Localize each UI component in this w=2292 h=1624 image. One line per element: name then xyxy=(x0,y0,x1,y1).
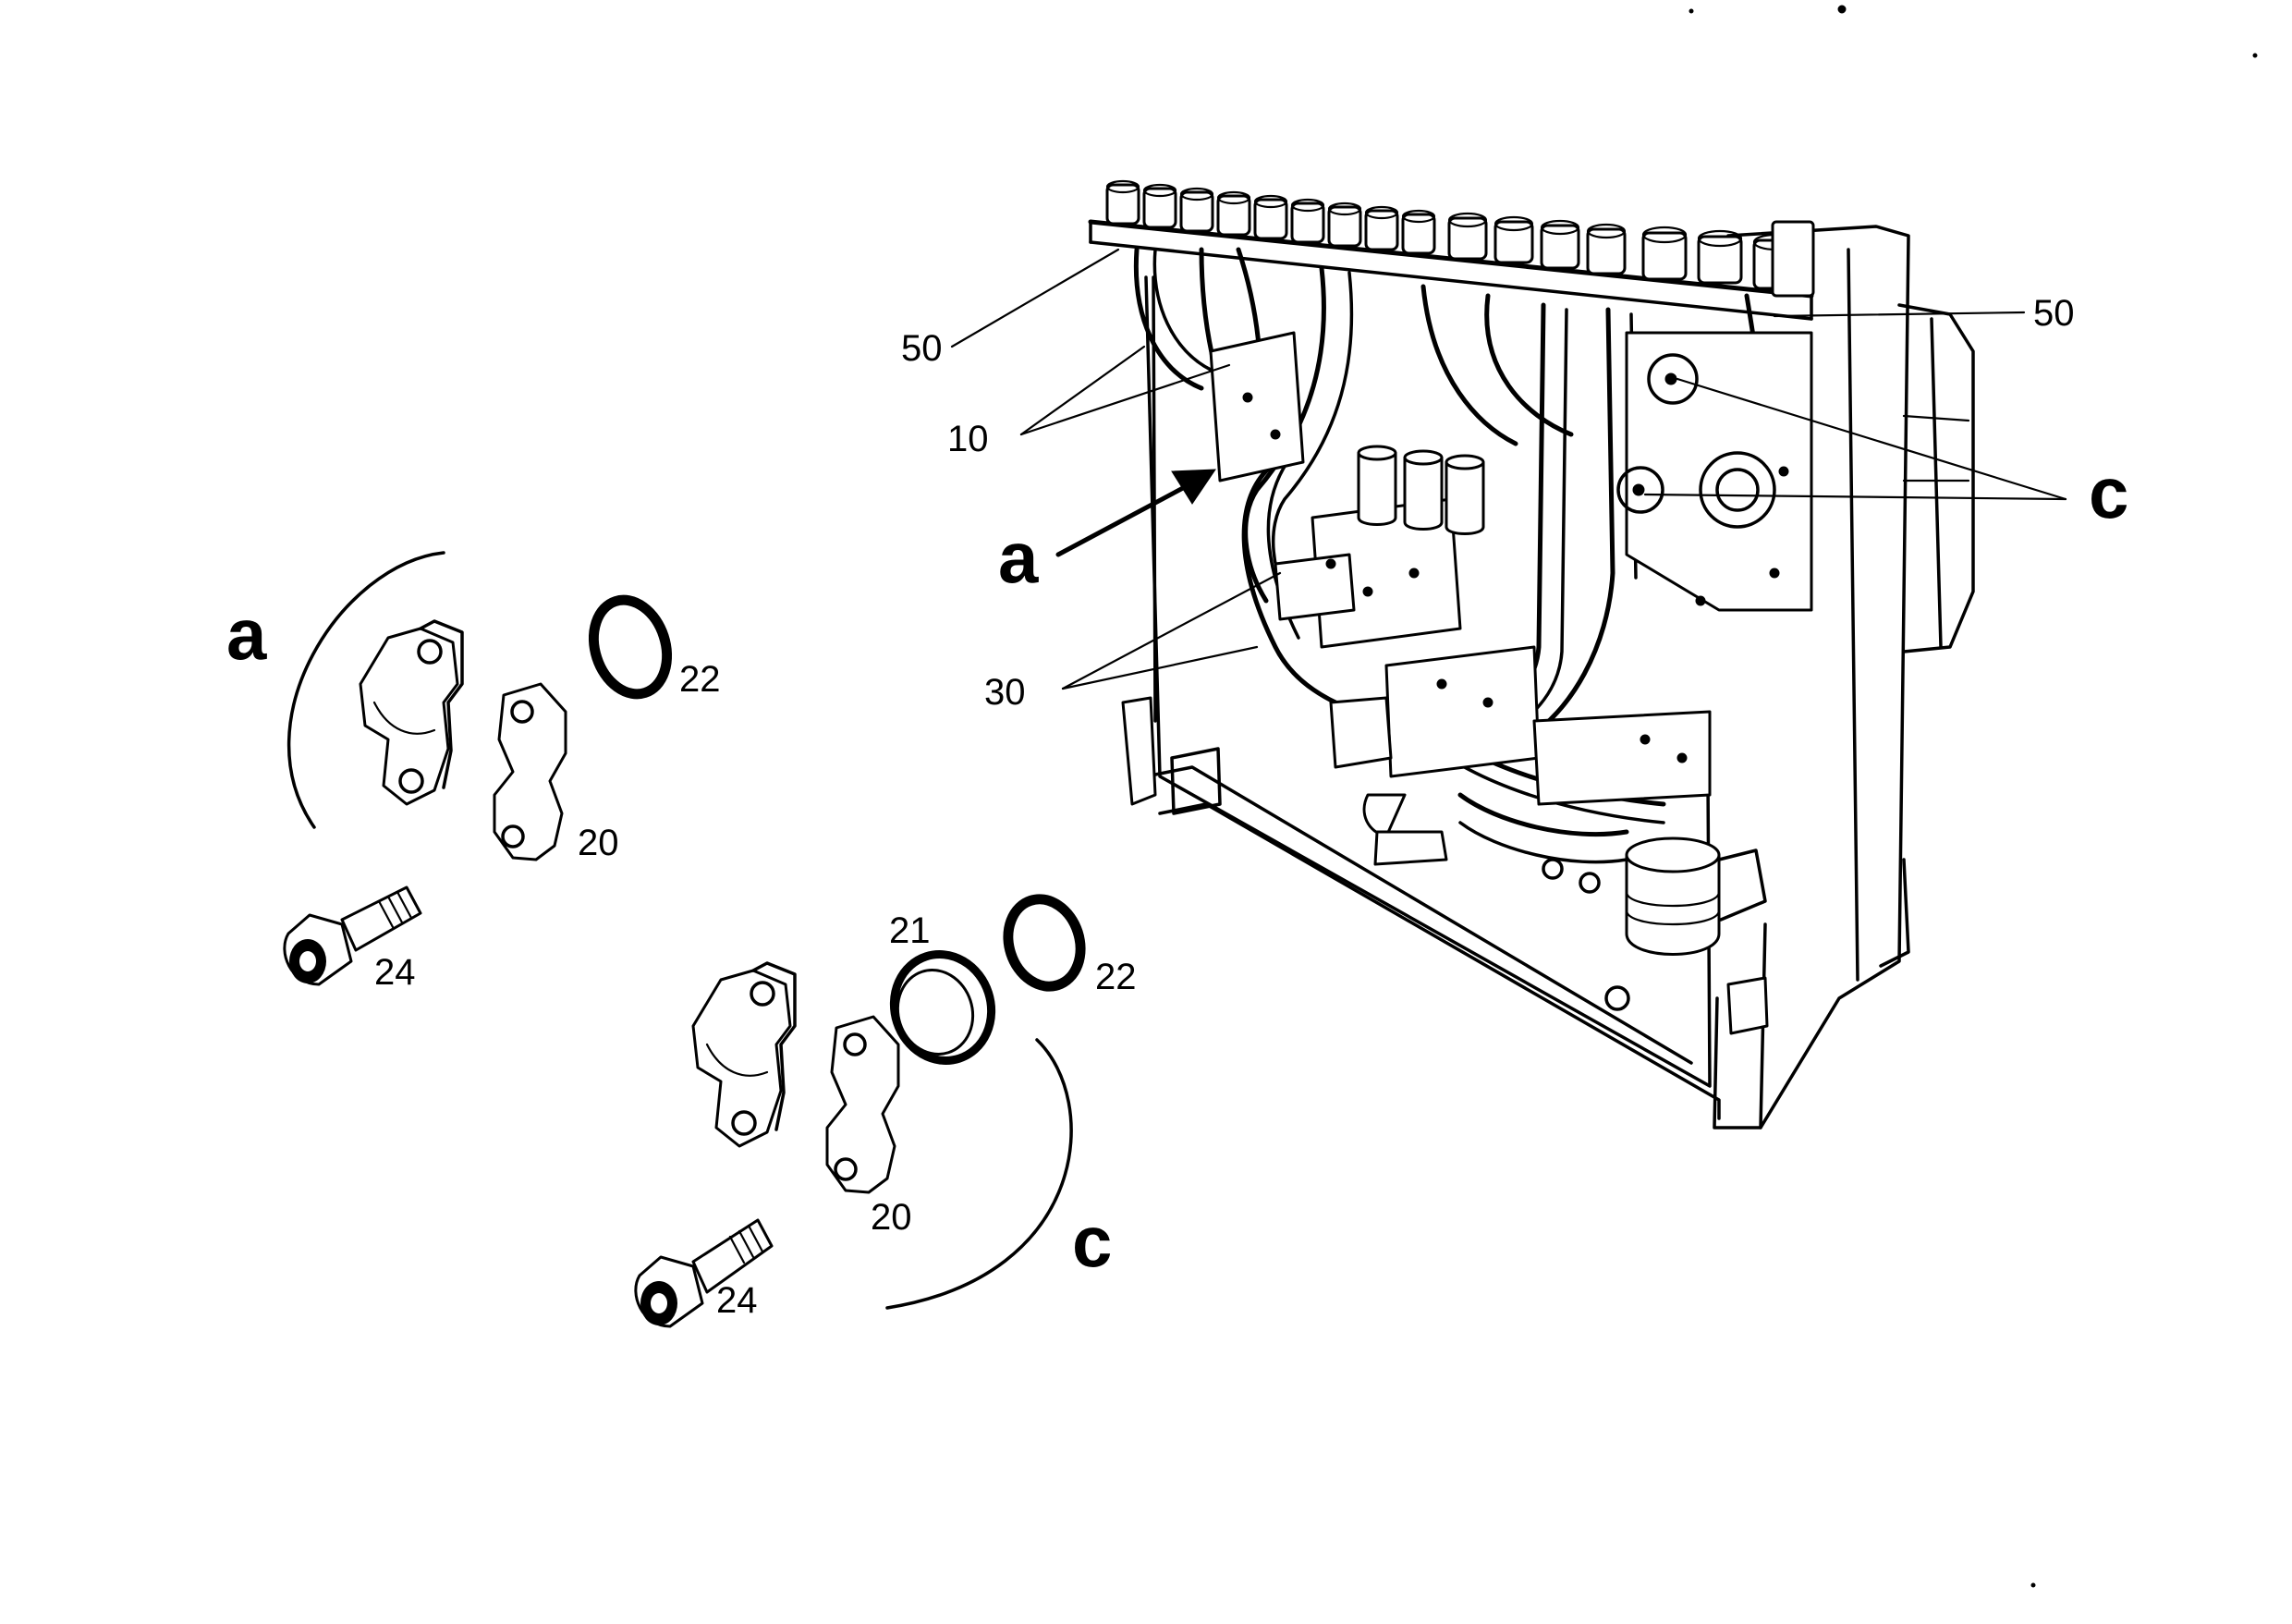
callout-c-right: c xyxy=(2089,452,2128,533)
callout-arrow-a: a xyxy=(998,517,1039,598)
o-ring-a-22 xyxy=(588,594,673,700)
detail-a-callout-22: 22 xyxy=(679,659,721,700)
leader-lines-main xyxy=(950,248,2067,690)
split-flange-small-c xyxy=(825,1015,900,1194)
callout-30: 30 xyxy=(984,672,1026,713)
scan-specks xyxy=(1689,5,2258,1588)
callout-50-left: 50 xyxy=(901,328,943,369)
valve-blocks xyxy=(1209,331,1813,806)
detail-c-callout-21: 21 xyxy=(889,910,931,951)
o-ring-c-22 xyxy=(1003,894,1086,992)
detail-a-label: a xyxy=(226,593,267,675)
split-flange-large-a xyxy=(359,619,464,806)
split-flange-large-c xyxy=(691,961,797,1148)
socket-screw-a-24 xyxy=(283,885,422,986)
detail-c-callout-24: 24 xyxy=(716,1280,758,1321)
hose-lower xyxy=(1362,792,1630,1011)
top-fittings-row xyxy=(1088,179,1815,321)
detail-c-bracket-arc xyxy=(885,1038,1073,1310)
filter-canister xyxy=(1625,836,1767,956)
detail-c-callout-22: 22 xyxy=(1095,957,1137,997)
detail-c-group xyxy=(634,894,1086,1328)
detail-a-group xyxy=(283,551,673,986)
callout-50-right: 50 xyxy=(2033,293,2075,334)
detail-a-bracket-arc xyxy=(286,551,445,829)
housing-frame xyxy=(1121,225,1975,1129)
blanking-plug-c-21 xyxy=(889,950,996,1065)
detail-a-callout-24: 24 xyxy=(374,952,416,993)
detail-c-label: c xyxy=(1072,1201,1112,1282)
detail-a-callout-20: 20 xyxy=(578,823,619,863)
socket-screw-c-24 xyxy=(634,1218,774,1328)
callout-10: 10 xyxy=(947,419,989,459)
detail-c-callout-20: 20 xyxy=(871,1197,912,1238)
split-flange-small-a xyxy=(493,682,567,861)
main-assembly xyxy=(1088,179,1975,1129)
